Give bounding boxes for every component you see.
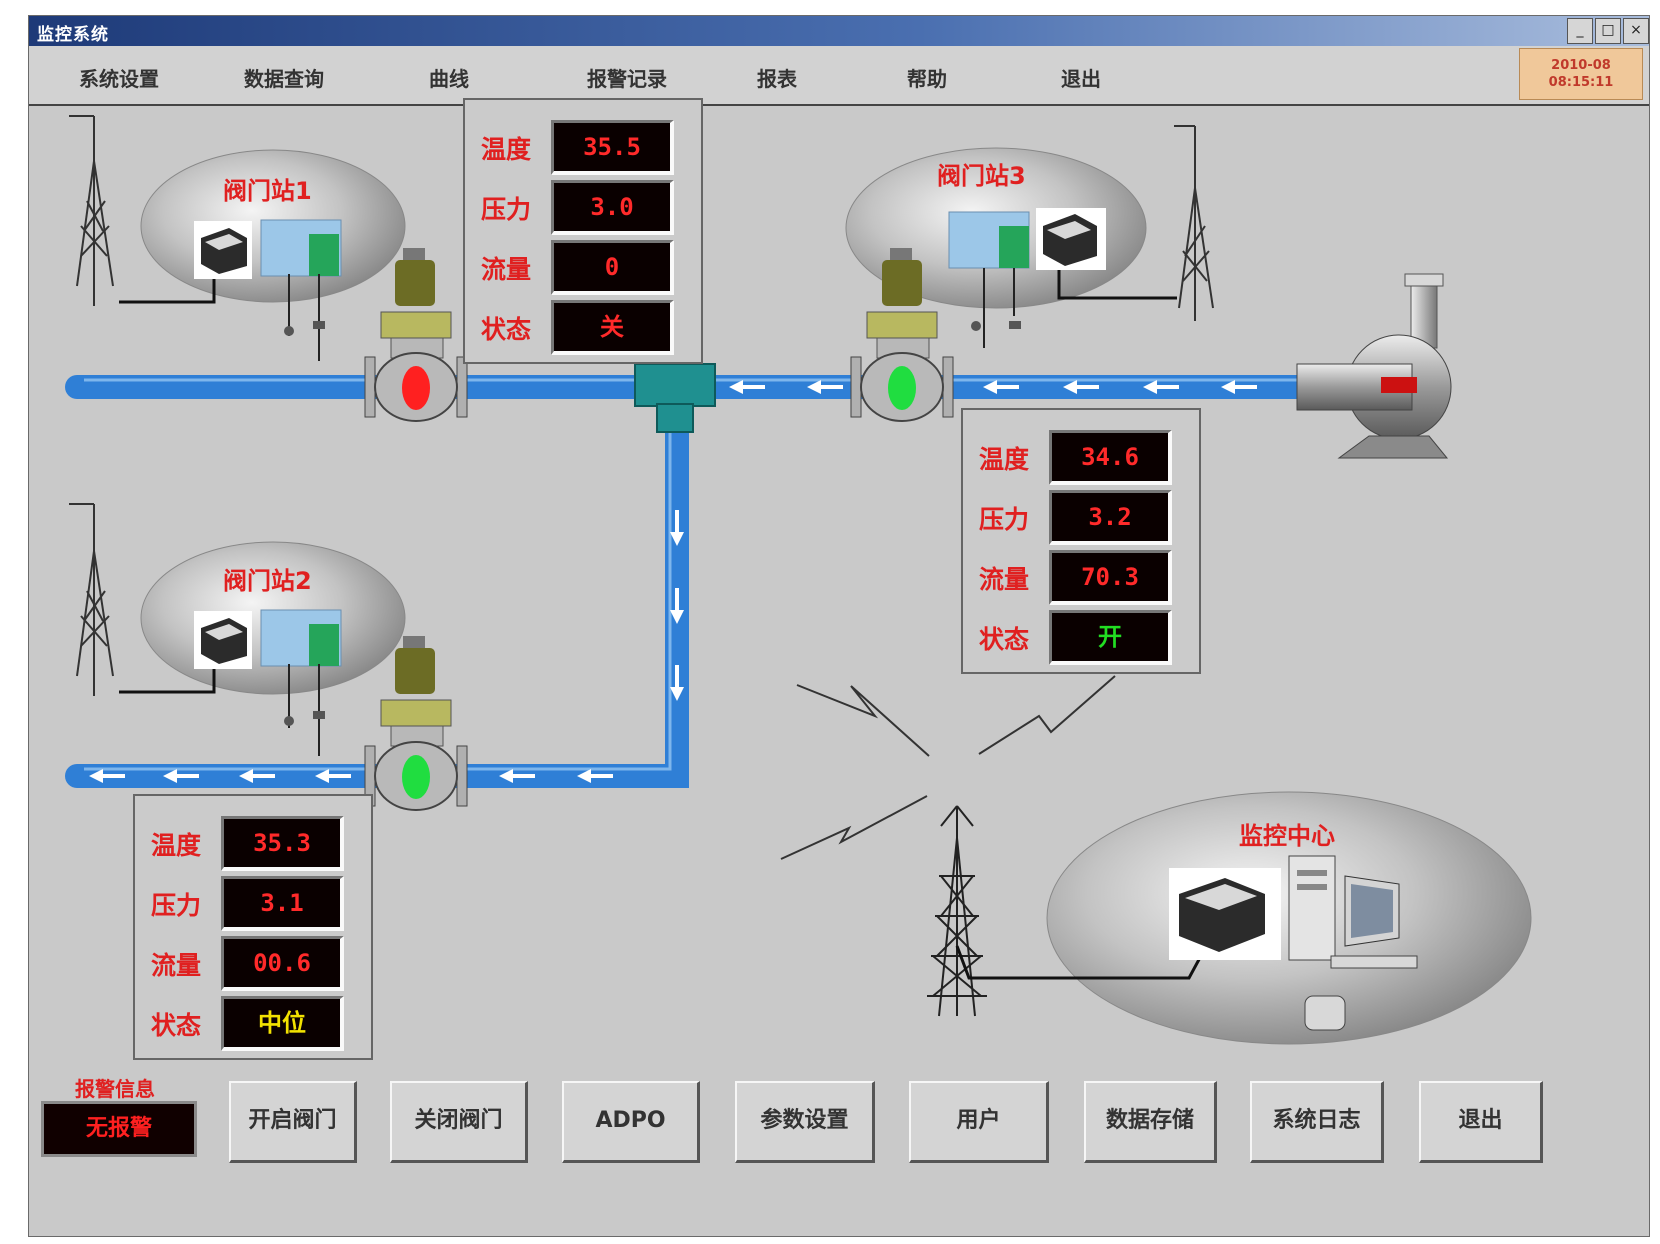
clock-time: 08:15:11 — [1548, 75, 1614, 90]
user-button[interactable]: 用户 — [909, 1081, 1049, 1163]
data-panel-station3: 温度 34.6 压力 3.2 流量 70.3 状态开 — [961, 408, 1201, 674]
menu-help[interactable]: 帮助 — [907, 67, 947, 91]
panel-label: 温度 — [150, 830, 201, 860]
system-log-button[interactable]: 系统日志 — [1250, 1081, 1384, 1163]
window-controls: _ □ × — [1567, 18, 1649, 44]
radio-modem-icon — [1169, 868, 1281, 960]
exit-button[interactable]: 退出 — [1419, 1081, 1543, 1163]
rtu-module-icon — [948, 211, 1030, 269]
title-bar: 监控系统 _ □ × — [29, 16, 1649, 46]
sensor-icon — [284, 321, 1021, 726]
station-title: 监控中心 — [1239, 822, 1335, 850]
panel-label: 流量 — [150, 950, 201, 980]
panel-label: 状态 — [480, 314, 531, 344]
valve-3-icon[interactable] — [850, 248, 954, 422]
temperature-display: 35.3 — [221, 816, 344, 871]
menu-curve[interactable]: 曲线 — [429, 67, 469, 91]
panel-label: 温度 — [978, 444, 1029, 474]
panel-label: 流量 — [480, 254, 531, 284]
valve-status-indicator — [402, 755, 430, 799]
panel-label: 压力 — [978, 504, 1029, 534]
status-display: 关 — [551, 300, 674, 355]
valve-status-indicator — [402, 366, 430, 410]
close-button[interactable]: × — [1623, 18, 1649, 44]
radio-modem-icon — [194, 611, 252, 669]
window-title: 监控系统 — [37, 25, 109, 45]
flow-display: 00.6 — [221, 936, 344, 991]
flow-display: 70.3 — [1049, 550, 1172, 605]
status-display: 开 — [1049, 610, 1172, 665]
maximize-button[interactable]: □ — [1595, 18, 1621, 44]
menu-alarm-records[interactable]: 报警记录 — [587, 67, 667, 91]
panel-label: 压力 — [480, 194, 531, 224]
valve-2-icon[interactable] — [364, 636, 468, 811]
minimize-button[interactable]: _ — [1567, 18, 1593, 44]
rtu-module-icon — [260, 219, 342, 277]
tee-fitting-icon — [634, 363, 716, 433]
menu-system-settings[interactable]: 系统设置 — [79, 67, 159, 91]
data-storage-button[interactable]: 数据存储 — [1084, 1081, 1217, 1163]
menu-data-query[interactable]: 数据查询 — [244, 67, 324, 91]
computer-icon — [1288, 855, 1418, 1031]
temperature-display: 34.6 — [1049, 430, 1172, 485]
menu-bar: 系统设置 数据查询 曲线 报警记录 报表 帮助 退出 2010-08 08:15… — [29, 46, 1649, 106]
close-valve-button[interactable]: 关闭阀门 — [390, 1081, 528, 1163]
antenna-tower-icon — [69, 115, 216, 306]
menu-exit[interactable]: 退出 — [1061, 67, 1101, 91]
clock-date: 2010-08 — [1551, 58, 1611, 73]
data-panel-station1: 温度 35.5 压力 3.0 流量 0 状态关 — [463, 98, 703, 364]
station-title: 阀门站2 — [223, 567, 312, 595]
status-display: 中位 — [221, 996, 344, 1051]
antenna-tower-icon — [69, 503, 216, 696]
process-diagram — [65, 115, 1532, 1045]
data-panel-station2: 温度 35.3 压力 3.1 流量 00.6 状态中位 — [133, 794, 373, 1060]
pressure-display: 3.1 — [221, 876, 344, 931]
radio-modem-icon — [194, 221, 252, 279]
alarm-label: 报警信息 — [75, 1077, 155, 1101]
pressure-display: 3.0 — [551, 180, 674, 235]
panel-label: 流量 — [978, 564, 1029, 594]
antenna-tower-icon — [1057, 125, 1214, 321]
panel-label: 状态 — [978, 624, 1029, 654]
adpo-button[interactable]: ADPO — [562, 1081, 700, 1163]
flow-arrow-icon — [89, 380, 1257, 783]
rtu-module-icon — [260, 609, 342, 667]
scada-window: 监控系统 _ □ × 系统设置 数据查询 曲线 报警记录 报表 帮助 退出 20… — [28, 15, 1650, 1237]
station-title: 阀门站1 — [223, 177, 312, 205]
pressure-display: 3.2 — [1049, 490, 1172, 545]
valve-1-icon[interactable] — [364, 248, 468, 422]
pump-icon[interactable] — [1296, 273, 1452, 459]
station-title: 阀门站3 — [937, 162, 1026, 190]
clock-display: 2010-08 08:15:11 — [1519, 48, 1643, 100]
flow-display: 0 — [551, 240, 674, 295]
alarm-display: 无报警 — [41, 1101, 197, 1157]
radio-tower-icon — [927, 805, 987, 1017]
settings-button[interactable]: 参数设置 — [735, 1081, 875, 1163]
radio-modem-icon — [1036, 208, 1106, 270]
valve-status-indicator — [888, 366, 916, 410]
open-valve-button[interactable]: 开启阀门 — [229, 1081, 357, 1163]
panel-label: 压力 — [150, 890, 201, 920]
temperature-display: 35.5 — [551, 120, 674, 175]
menu-report[interactable]: 报表 — [757, 67, 797, 91]
panel-label: 状态 — [150, 1010, 201, 1040]
panel-label: 温度 — [480, 134, 531, 164]
wireless-signal-icon — [780, 675, 1116, 860]
